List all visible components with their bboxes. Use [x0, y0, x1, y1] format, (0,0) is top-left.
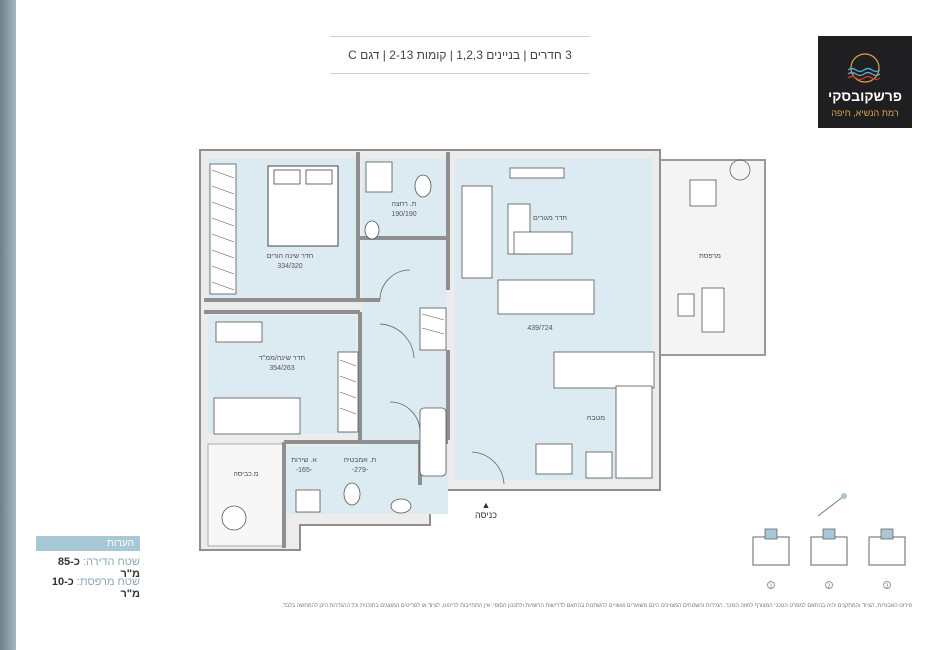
entrance-text: כניסה — [475, 510, 497, 520]
dims-living: 439/724 — [527, 325, 552, 332]
dims-bedroom2: 354/263 — [269, 365, 294, 372]
tv-unit — [509, 167, 565, 179]
balcony-bench — [701, 287, 725, 333]
shower — [365, 161, 393, 193]
key-plan-1-number: 1 — [769, 584, 772, 590]
label-kitchen: מטבח — [587, 415, 605, 422]
footer-disclaimer: פירוט האבזרות, הציוד והמתקנים יהיה בהתאם… — [281, 603, 912, 609]
key-plan-1: 1 — [752, 528, 790, 590]
label-living: חדר מגורים — [533, 215, 567, 222]
brand-logo: פרשקובסקי רמת הנשיא, חיפה — [818, 36, 912, 128]
interior-walls — [204, 152, 450, 548]
bathtub — [419, 407, 447, 477]
floor-plan: חדר שינה הורים 334/320 ת. רחצה 190/190 ח… — [199, 149, 766, 551]
label-master: חדר שינה הורים — [267, 253, 314, 260]
plant-icon — [729, 159, 751, 181]
sink-bath — [390, 498, 412, 514]
apartment-area-label: שטח הדירה: — [82, 556, 140, 568]
key-plan-3: 3 — [868, 528, 906, 590]
dims-master: 334/320 — [277, 263, 302, 270]
logo-name: פרשקובסקי — [828, 88, 902, 104]
door-swings — [379, 269, 505, 485]
key-plan-2-number: 2 — [827, 584, 830, 590]
sofa — [497, 279, 595, 315]
logo-subtitle: רמת הנשיא, חיפה — [831, 108, 899, 118]
label-ensuite: ת. רחצה — [391, 201, 416, 208]
label-wc: א. שירות — [291, 457, 317, 464]
dims-wc: -165- — [296, 467, 313, 474]
label-bath: ת. אמבטיה — [344, 457, 377, 464]
toilet-bath — [343, 482, 361, 506]
kitchen-counter — [615, 385, 653, 479]
kitchen-island — [553, 351, 655, 389]
balcony-area-value: כ-10 מ"ר — [51, 576, 140, 600]
left-edge-strip — [0, 0, 16, 650]
wardrobe-hall — [419, 307, 447, 351]
key-plans: 1 2 3 — [752, 528, 906, 590]
entrance-arrow-icon: ▲ — [481, 500, 491, 510]
dims-bath: -279- — [352, 467, 369, 474]
dims-ensuite: 190/190 — [391, 211, 416, 218]
label-balcony: מרפסת — [699, 253, 721, 260]
water-heater-icon — [221, 505, 247, 531]
apartment-area-value: כ-85 מ"ר — [57, 556, 140, 580]
washing-machine — [295, 489, 321, 513]
label-bedroom2: חדר שינה/ממ"ד — [259, 355, 306, 362]
key-plan-2: 2 — [810, 528, 848, 590]
key-plan-3-number: 3 — [885, 584, 888, 590]
page-title: 3 חדרים | בניינים 1,2,3 | קומות 2-13 | ד… — [330, 36, 590, 74]
master-bed — [267, 165, 339, 247]
wardrobe-master — [209, 163, 237, 295]
balcony-chair — [677, 293, 695, 317]
balcony-table — [689, 179, 717, 207]
service-balcony — [207, 443, 285, 547]
apartment-area-note: שטח הדירה: כ-85 מ"ר — [36, 556, 140, 580]
balcony-area-label: שטח מרפסת: — [76, 576, 140, 588]
fridge — [535, 443, 573, 475]
entrance-label: ▲ כניסה — [466, 500, 506, 520]
cooktop — [585, 451, 613, 479]
toilet-ensuite — [414, 174, 432, 198]
desk — [513, 231, 573, 255]
notes-title: הערות — [36, 536, 140, 551]
compass-icon — [817, 493, 847, 517]
wardrobe-bedroom2 — [337, 351, 359, 433]
logo-sun-wave-icon — [847, 53, 881, 83]
balcony-area-note: שטח מרפסת: כ-10 מ"ר — [36, 576, 140, 600]
sink-ensuite — [364, 220, 380, 240]
label-service: מ.כביסה — [233, 471, 258, 478]
bedroom2-desk — [215, 321, 263, 343]
sofa-left — [461, 185, 493, 279]
single-bed — [213, 397, 301, 435]
